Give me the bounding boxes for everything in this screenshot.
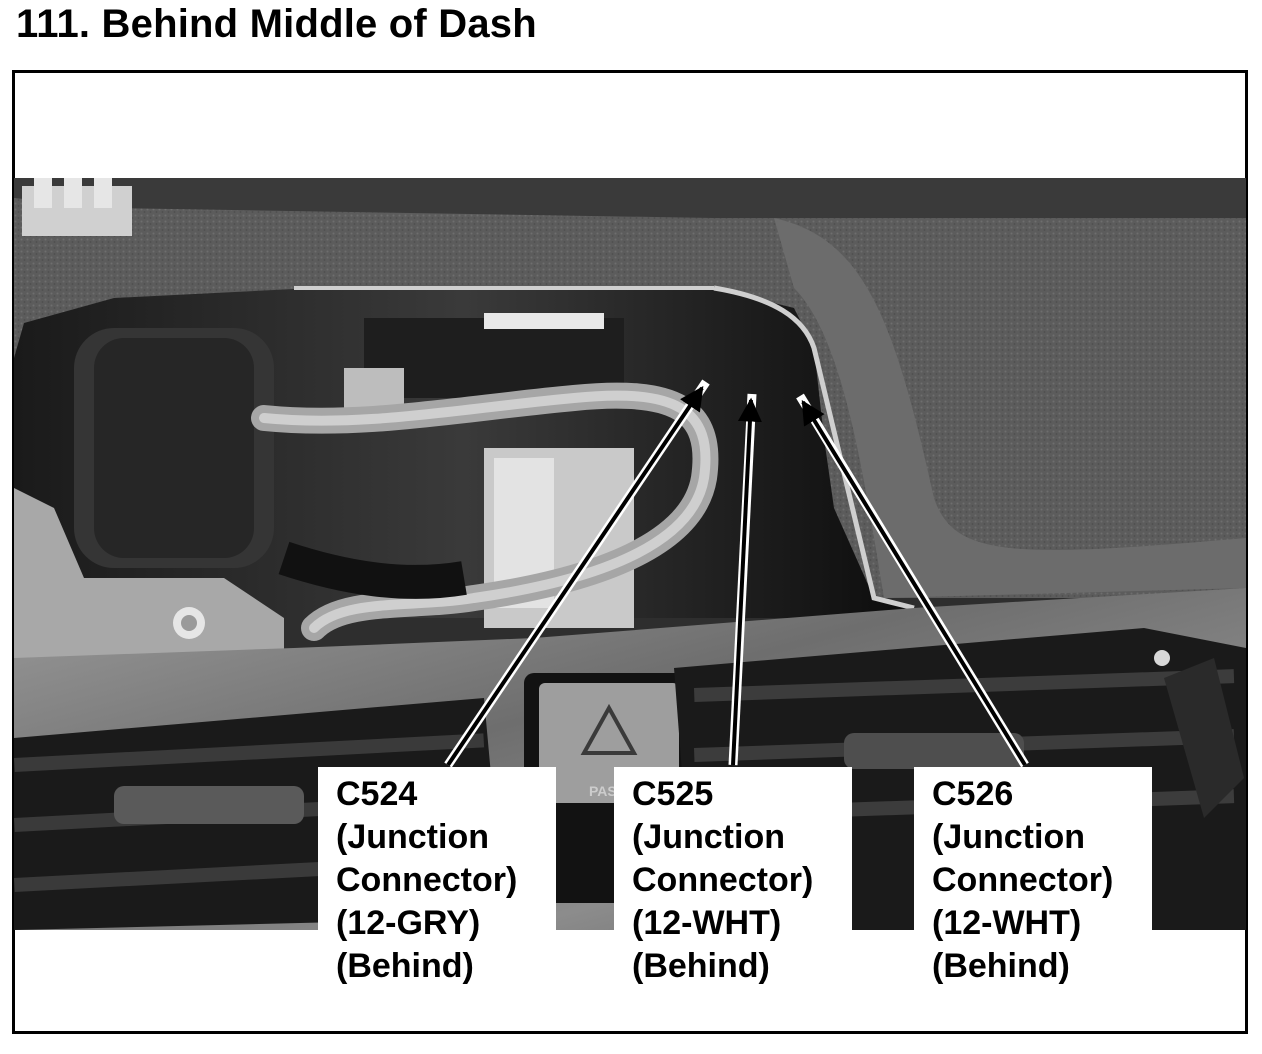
callout-c524: C524 (Junction Connector) (12-GRY) (Behi… <box>318 767 556 993</box>
callout-c525: C525 (Junction Connector) (12-WHT) (Behi… <box>614 767 852 993</box>
callout-c525-line1: (Junction <box>632 818 785 856</box>
callout-c524-line2: Connector) <box>336 861 518 899</box>
hazard-button-text: PAS <box>589 783 617 799</box>
arrow-c524 <box>444 379 710 768</box>
callout-c526-name: C526 <box>932 775 1014 813</box>
page-title: 111. Behind Middle of Dash <box>16 2 537 46</box>
callout-c524-line3: (12-GRY) <box>336 904 481 942</box>
callout-c525-line3: (12-WHT) <box>632 904 782 942</box>
callout-c524-line1: (Junction <box>336 818 489 856</box>
callout-c525-line2: Connector) <box>632 861 814 899</box>
callout-c526: C526 (Junction Connector) (12-WHT) (Behi… <box>914 767 1152 993</box>
callout-c525-line4: (Behind) <box>632 947 770 985</box>
callout-c525-name: C525 <box>632 775 714 813</box>
callout-c526-line4: (Behind) <box>932 947 1070 985</box>
callout-c526-line1: (Junction <box>932 818 1085 856</box>
callout-c524-line4: (Behind) <box>336 947 474 985</box>
arrow-c525 <box>728 393 762 766</box>
callout-c526-line3: (12-WHT) <box>932 904 1082 942</box>
arrow-c526 <box>796 393 1029 768</box>
callout-c526-line2: Connector) <box>932 861 1114 899</box>
callout-c524-name: C524 <box>336 775 418 813</box>
